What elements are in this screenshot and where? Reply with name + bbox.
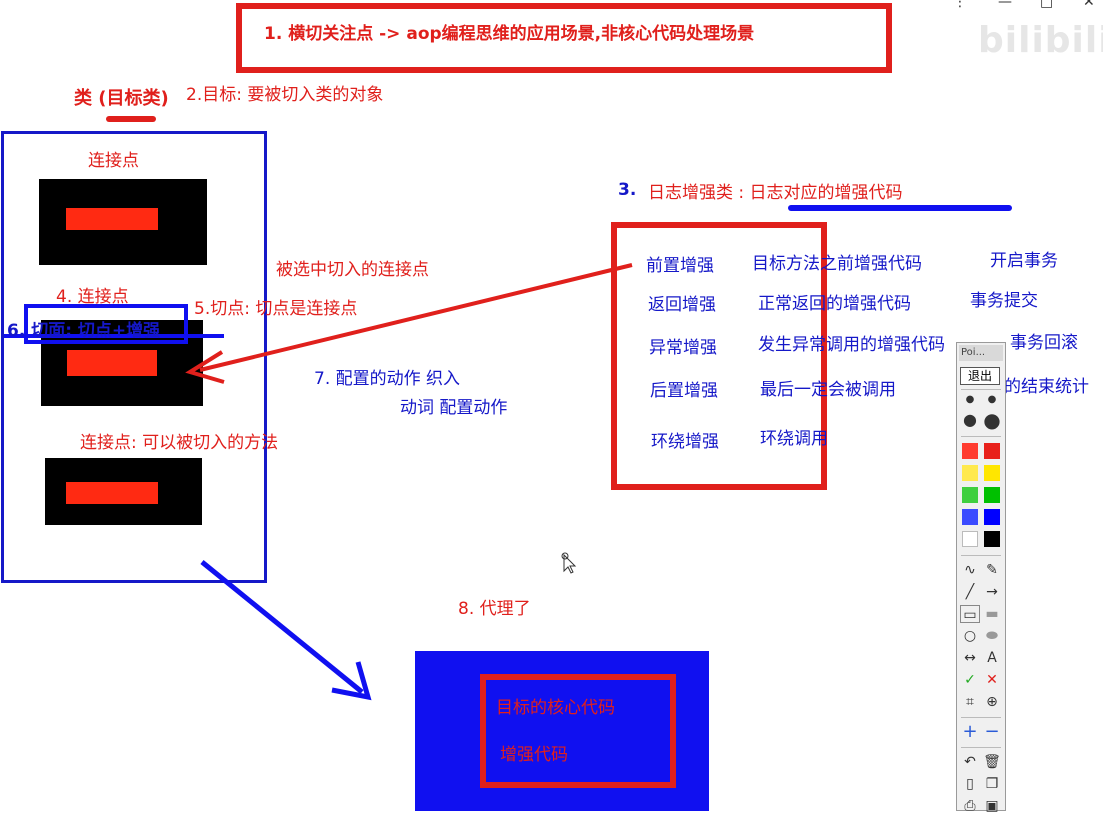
color-red[interactable]: [984, 443, 1000, 459]
method-bar-1: [66, 208, 158, 230]
advice-tx-after: 的结束统计: [1004, 377, 1089, 397]
color-yellow-light[interactable]: [962, 465, 978, 481]
proxy-enhance-code: 增强代码: [500, 745, 568, 765]
note-3-underline: [788, 205, 1012, 211]
note-joinpoint-4: 4. 连接点: [56, 287, 129, 307]
freehand-icon[interactable]: ∿: [964, 562, 976, 578]
advice-desc-returning: 正常返回的增强代码: [758, 294, 911, 314]
text-icon[interactable]: A: [987, 650, 997, 666]
proxy-arrow-line: [200, 560, 364, 694]
target-class-box: [1, 131, 267, 583]
exit-button[interactable]: 退出: [960, 367, 1000, 385]
brush-size-large-icon[interactable]: ●: [963, 410, 977, 429]
proxy-core-code: 目标的核心代码: [496, 698, 615, 718]
plus-icon[interactable]: +: [962, 721, 978, 742]
color-green-light[interactable]: [962, 487, 978, 503]
filled-rectangle-icon[interactable]: ▬: [985, 606, 999, 622]
note-aspect-6: 6. 切面: 切点+增强: [7, 321, 161, 341]
pointofix-toolbar: Poi... 退出 ● ● ● ● ∿ ✎ ╱ → ▭ ▬ ○ ⬬ ↔ A ✓ …: [956, 342, 1006, 814]
selected-joinpoint-label: 被选中切入的连接点: [276, 260, 429, 280]
color-blue-light[interactable]: [962, 509, 978, 525]
note-3-number: 3.: [618, 180, 637, 200]
proxy-inner-box: [480, 674, 676, 788]
joinpoint-desc: 连接点: 可以被切入的方法: [80, 433, 279, 453]
advice-desc-throwing: 发生异常调用的增强代码: [758, 335, 945, 355]
joinpoint-label-top: 连接点: [88, 151, 139, 171]
color-black[interactable]: [984, 531, 1000, 547]
filled-ellipse-icon[interactable]: ⬬: [986, 628, 998, 644]
heading-box: [236, 3, 892, 73]
zoom-icon[interactable]: ⊕: [986, 694, 998, 710]
advice-type-after: 后置增强: [650, 381, 718, 401]
copy-icon[interactable]: ❐: [985, 776, 999, 792]
arrow-icon[interactable]: →: [986, 584, 998, 600]
advice-desc-before: 目标方法之前增强代码: [752, 254, 922, 274]
advice-type-throwing: 异常增强: [649, 338, 717, 358]
note-weave-7: 7. 配置的动作 织入: [314, 369, 461, 389]
color-red-light[interactable]: [962, 443, 978, 459]
brush-size-medium-icon[interactable]: ●: [987, 394, 997, 405]
note-pointcut-5: 5.切点: 切点是连接点: [194, 299, 358, 319]
weave-arrow-line: [199, 263, 633, 372]
target-class-label: 类 (目标类): [74, 88, 169, 109]
cursor-icon: [563, 553, 577, 574]
maximize-button[interactable]: □: [1040, 0, 1054, 10]
toolbar-title: Poi...: [959, 345, 1003, 361]
note-target: 2.目标: 要被切入类的对象: [186, 85, 384, 105]
minimize-button[interactable]: —: [998, 0, 1012, 10]
minus-icon[interactable]: −: [984, 721, 1000, 742]
aspect-underline: [4, 334, 224, 338]
crop-icon[interactable]: ⌗: [966, 694, 974, 710]
color-yellow[interactable]: [984, 465, 1000, 481]
note-3-text: 日志增强类 : 日志对应的增强代码: [648, 183, 903, 203]
advice-type-before: 前置增强: [646, 256, 714, 276]
advice-tx-before: 开启事务: [990, 251, 1058, 271]
advice-tx-returning: 事务提交: [970, 291, 1038, 311]
advice-type-returning: 返回增强: [648, 295, 716, 315]
line-icon[interactable]: ╱: [965, 584, 975, 600]
check-icon[interactable]: ✓: [964, 672, 976, 688]
menu-icon[interactable]: ⋮: [953, 0, 967, 10]
brush-size-small-icon[interactable]: ●: [965, 394, 975, 405]
underline-mark: [106, 116, 156, 122]
color-blue[interactable]: [984, 509, 1000, 525]
note-proxy-8: 8. 代理了: [458, 599, 531, 619]
advice-box: [611, 222, 827, 490]
heading-text: 1. 横切关注点 -> aop编程思维的应用场景,非核心代码处理场景: [264, 24, 755, 44]
advice-desc-around: 环绕调用: [760, 429, 828, 449]
eraser-icon[interactable]: ✎: [986, 562, 998, 578]
new-page-icon[interactable]: ▯: [966, 776, 974, 792]
weave-arrow-head: [185, 350, 225, 384]
method-bar-2: [67, 350, 157, 376]
print-icon[interactable]: ⎙: [964, 798, 976, 814]
undo-icon[interactable]: ↶: [964, 754, 976, 770]
close-button[interactable]: ✕: [1083, 0, 1095, 10]
method-bar-3: [66, 482, 158, 504]
color-white[interactable]: [962, 531, 978, 547]
trash-icon[interactable]: 🗑: [983, 754, 1001, 770]
color-green[interactable]: [984, 487, 1000, 503]
bilibili-watermark: bilibili: [978, 20, 1103, 61]
brush-size-xlarge-icon[interactable]: ●: [983, 408, 1001, 432]
advice-desc-after: 最后一定会被调用: [760, 380, 896, 400]
cross-icon[interactable]: ✕: [986, 672, 998, 688]
double-arrow-icon[interactable]: ↔: [964, 650, 976, 666]
ellipse-icon[interactable]: ○: [963, 628, 977, 644]
save-icon[interactable]: ▣: [985, 798, 999, 814]
note-weave-verb: 动词 配置动作: [400, 398, 508, 418]
proxy-arrow-head: [331, 661, 372, 701]
advice-type-around: 环绕增强: [651, 432, 719, 452]
aspect-highlight-box: [24, 304, 188, 344]
rectangle-icon[interactable]: ▭: [960, 605, 980, 623]
advice-tx-throwing: 事务回滚: [1010, 333, 1078, 353]
